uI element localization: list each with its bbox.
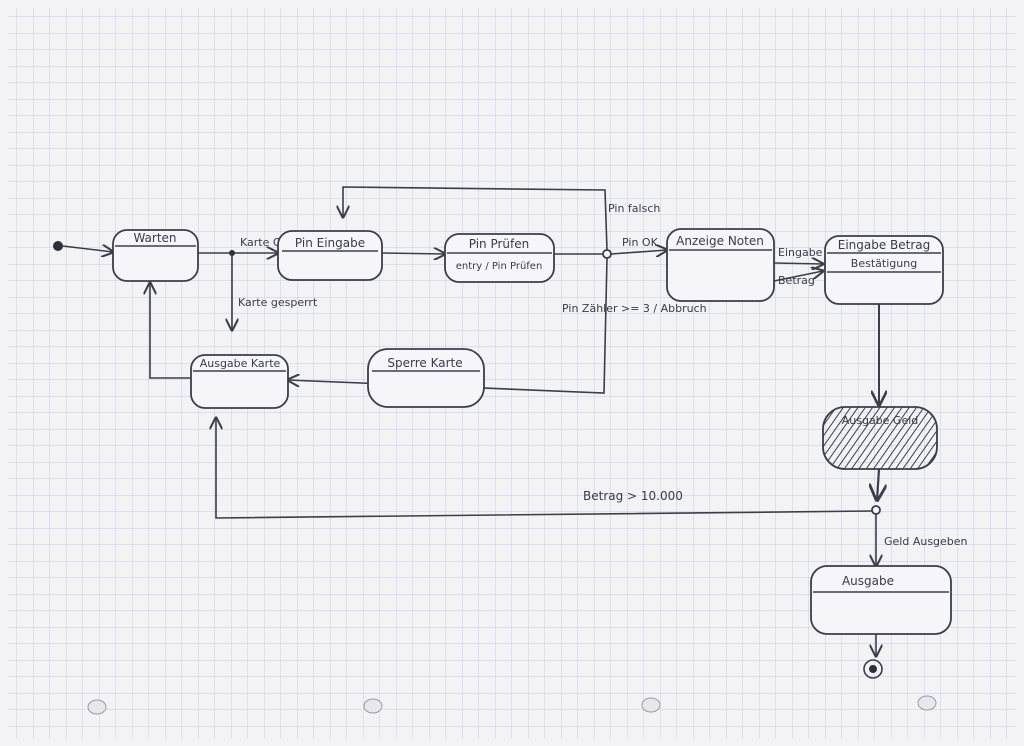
state-warten: Warten: [112, 229, 199, 282]
label-geld-ausgeben: Geld Ausgeben: [884, 535, 968, 548]
state-sperre-karte-label: Sperre Karte: [387, 356, 462, 370]
state-eingabe-betrag-activity: Bestätigung: [851, 257, 917, 270]
state-pin-pruefen-label: Pin Prüfen: [469, 237, 530, 251]
state-eingabe-betrag-label: Eingabe Betrag: [838, 238, 931, 252]
state-warten-label: Warten: [133, 231, 176, 245]
junction-karte: [229, 250, 235, 256]
decision-pin: [602, 249, 612, 259]
state-ausgabe: Ausgabe: [810, 565, 952, 635]
edge-pin-ok: [610, 250, 667, 254]
edge-betrag-gross: [216, 418, 873, 519]
edge-pin-falsch: [343, 186, 608, 251]
label-betrag: Betrag: [778, 274, 815, 287]
label-pin-falsch: Pin falsch: [608, 202, 660, 215]
state-ausgabe-karte: Ausgabe Karte: [190, 354, 289, 409]
state-pin-eingabe-label: Pin Eingabe: [295, 236, 365, 250]
binder-holes: [87, 695, 937, 715]
state-sperre-karte: Sperre Karte: [367, 348, 485, 408]
edge-eingabe: [773, 263, 823, 264]
edge-start-warten: [62, 246, 113, 252]
state-anzeige-noten-label: Anzeige Noten: [676, 234, 764, 248]
state-eingabe-betrag: Eingabe Betrag Bestätigung: [824, 235, 944, 305]
state-pin-pruefen: Pin Prüfen entry / Pin Prüfen: [444, 233, 555, 283]
label-pin-versuche: Pin Zähler >= 3 / Abbruch: [562, 302, 707, 315]
label-karte-gesperrt: Karte gesperrt: [238, 296, 318, 309]
final-node: [863, 659, 883, 679]
state-ausgabe-karte-label: Ausgabe Karte: [200, 357, 281, 370]
label-eingabe: Eingabe: [778, 246, 823, 259]
label-pin-ok: Pin OK: [622, 236, 659, 249]
state-pin-pruefen-activity: entry / Pin Prüfen: [456, 261, 543, 272]
initial-node: [53, 241, 63, 251]
state-pin-eingabe: Pin Eingabe: [277, 230, 383, 281]
state-ausgabe-geld-label: Ausgabe Geld: [842, 414, 919, 427]
edge-ausgabe-geld-decision: [877, 468, 879, 500]
edge-betrag: [773, 271, 823, 282]
edge-pin-eingabe-pin-pruefen: [381, 253, 445, 254]
state-anzeige-noten: Anzeige Noten: [666, 228, 775, 302]
state-ausgabe-geld: Ausgabe Geld: [822, 406, 938, 470]
decision-betrag: [871, 505, 881, 515]
state-ausgabe-label: Ausgabe: [842, 574, 894, 588]
edge-ausgabe-karte-warten: [150, 283, 191, 379]
label-betrag-gross: Betrag > 10.000: [583, 489, 683, 503]
